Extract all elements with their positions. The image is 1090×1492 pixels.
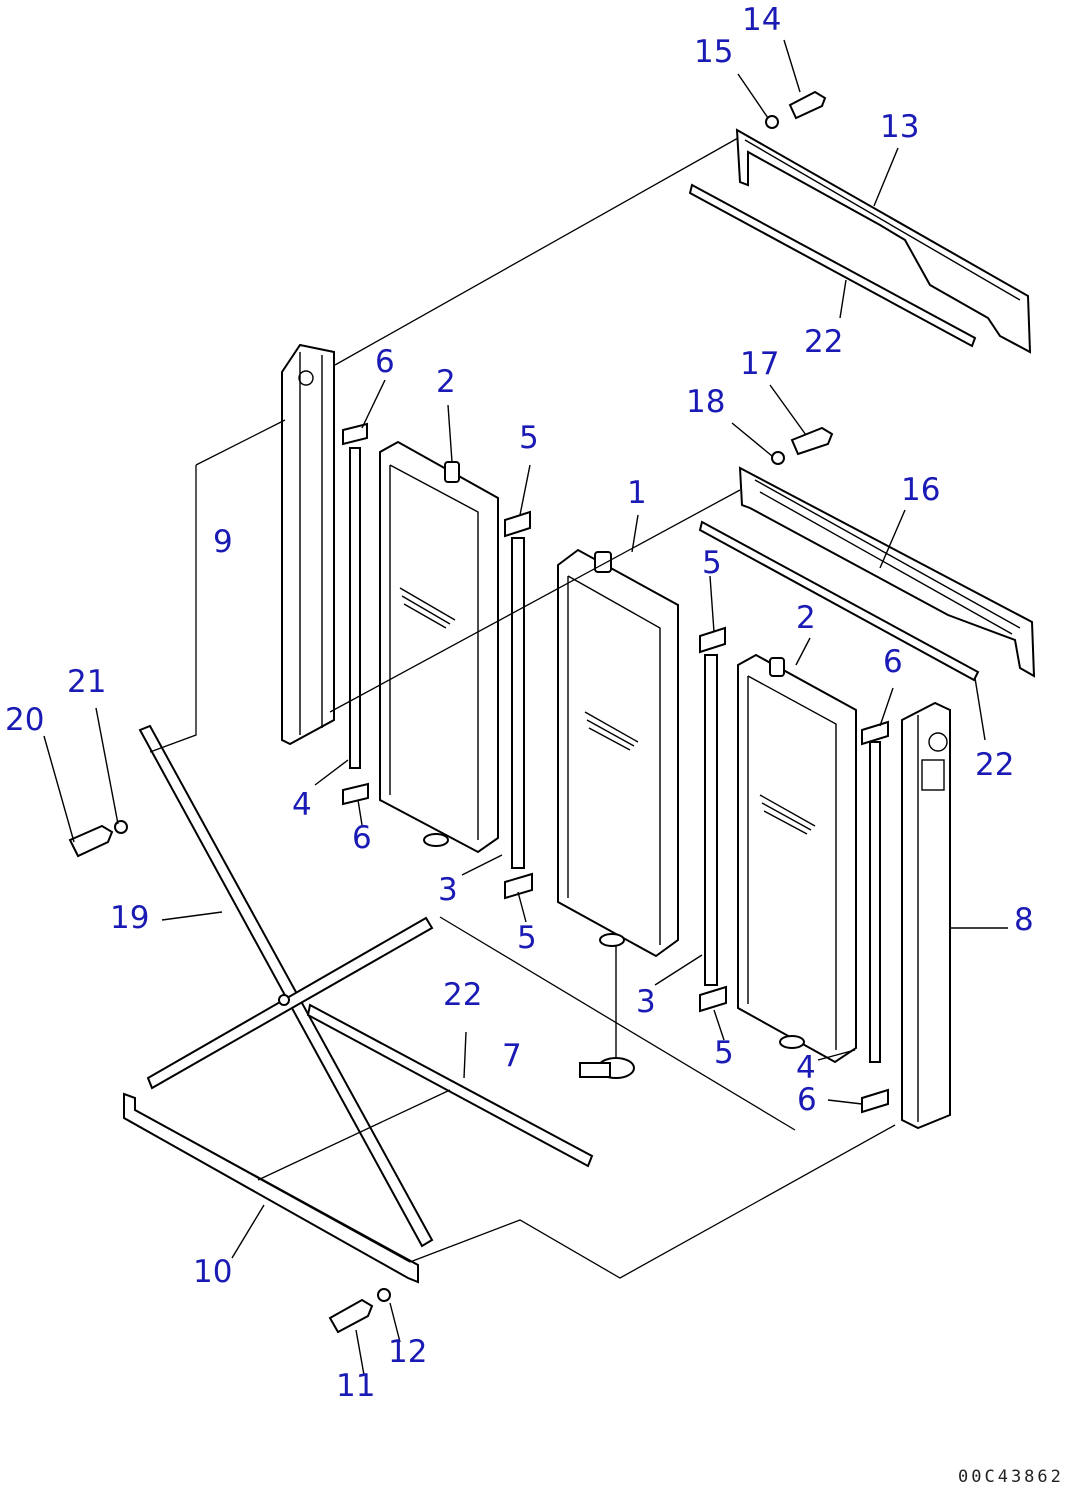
callout-5-d: 5 — [714, 1035, 734, 1071]
lower-bracket-10 — [123, 1092, 419, 1284]
callout-17: 17 — [740, 346, 779, 382]
bolt-20 — [68, 820, 128, 858]
callout-2-right: 2 — [796, 600, 816, 636]
callout-3-right: 3 — [636, 984, 656, 1020]
callout-15: 15 — [694, 34, 733, 70]
bolt-14 — [765, 90, 827, 129]
callout-3-left: 3 — [438, 872, 458, 908]
seal-strip-22-bottom — [306, 1003, 594, 1168]
cooler-core-2-right — [737, 653, 857, 1064]
gasket-4-left — [342, 422, 369, 806]
gasket-3-left — [504, 510, 533, 900]
callout-7: 7 — [502, 1038, 522, 1074]
callout-14: 14 — [742, 2, 781, 38]
callout-5-b: 5 — [517, 920, 537, 956]
callout-6-a: 6 — [375, 344, 395, 380]
right-side-plate-8 — [901, 701, 951, 1130]
callout-13: 13 — [880, 109, 919, 145]
callout-22-bottom: 22 — [443, 977, 482, 1013]
callout-5-a: 5 — [519, 420, 539, 456]
callout-12: 12 — [388, 1334, 427, 1370]
assembly-lines — [149, 137, 896, 1279]
callout-10: 10 — [193, 1254, 232, 1290]
drawing-code: 00C43862 — [958, 1467, 1064, 1487]
left-side-plate-9 — [281, 343, 335, 746]
leader-lines — [43, 39, 1008, 1376]
callout-6-d: 6 — [797, 1082, 817, 1118]
middle-bracket-16 — [738, 466, 1036, 678]
callout-22-middle: 22 — [975, 747, 1014, 783]
callout-11: 11 — [336, 1368, 375, 1404]
bolt-11 — [328, 1288, 391, 1334]
callout-9: 9 — [213, 524, 233, 560]
callout-21: 21 — [67, 664, 106, 700]
cooler-core-2-left — [379, 440, 499, 854]
callout-18: 18 — [686, 384, 725, 420]
gasket-4-right — [861, 720, 889, 1114]
callout-2-left: 2 — [436, 364, 456, 400]
callout-16: 16 — [901, 472, 940, 508]
callout-20: 20 — [5, 702, 44, 738]
radiator-1 — [557, 548, 679, 1079]
gasket-3-right — [699, 626, 727, 1013]
callout-6-c: 6 — [883, 644, 903, 680]
callout-labels: 1 2 2 3 3 4 4 5 5 5 5 6 6 6 6 7 8 9 10 1… — [5, 2, 1034, 1404]
callout-1: 1 — [627, 475, 647, 511]
seal-strip-22-top — [688, 183, 977, 348]
bolt-17 — [771, 426, 834, 465]
callout-22-top: 22 — [804, 324, 843, 360]
callout-8: 8 — [1014, 902, 1034, 938]
callout-4-right: 4 — [796, 1050, 816, 1086]
upper-bracket-13 — [735, 128, 1032, 354]
callout-6-b: 6 — [352, 820, 372, 856]
callout-4-left: 4 — [292, 787, 312, 823]
callout-19: 19 — [110, 900, 149, 936]
stay-19 — [138, 724, 434, 1248]
callout-5-c: 5 — [702, 545, 722, 581]
seal-strip-22-middle — [698, 520, 980, 682]
